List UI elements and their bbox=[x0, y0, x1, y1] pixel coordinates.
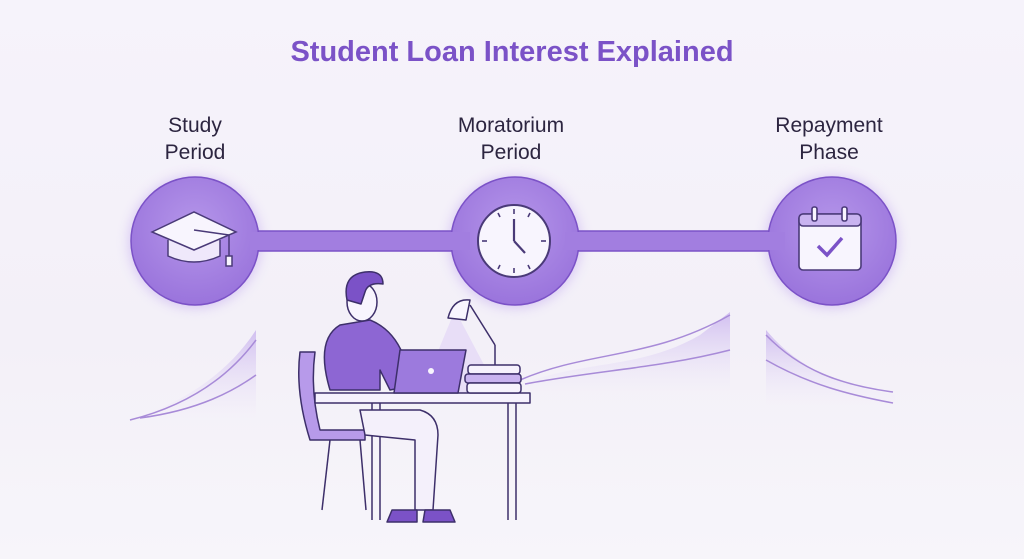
stage-label-line: Period bbox=[480, 141, 542, 164]
stage-label-repayment: Repayment Phase bbox=[729, 112, 929, 166]
stage-label-line: Period bbox=[164, 141, 226, 164]
stage-label-line: Repayment bbox=[775, 114, 883, 137]
stage-label-line: Moratorium bbox=[457, 114, 565, 137]
calendar-check-icon bbox=[798, 206, 862, 271]
stage-label-study: Study Period bbox=[95, 112, 295, 166]
graduation-cap-icon bbox=[150, 211, 238, 267]
interest-curves bbox=[129, 312, 895, 421]
student-at-desk-illustration bbox=[298, 271, 531, 523]
stage-label-moratorium: Moratorium Period bbox=[411, 112, 611, 166]
stage-label-line: Study bbox=[168, 114, 222, 137]
clock-icon bbox=[477, 204, 551, 278]
page-title: Student Loan Interest Explained bbox=[290, 36, 734, 68]
stage-label-line: Phase bbox=[799, 141, 859, 164]
